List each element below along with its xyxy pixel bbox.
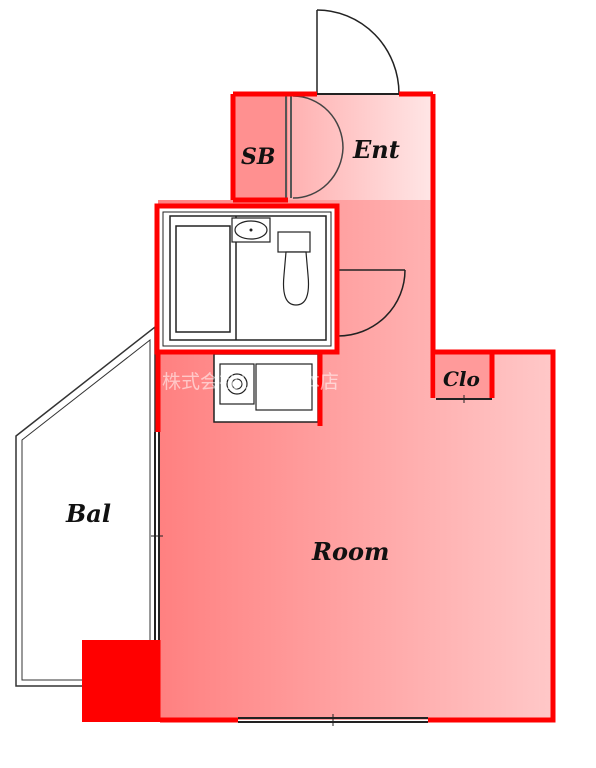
- entrance-door: [316, 9, 400, 95]
- label-ent: Ent: [352, 135, 400, 164]
- watermark: 株式会社リアル 本店: [162, 371, 339, 393]
- shoebox-doors: [285, 95, 344, 199]
- balcony-window: [151, 432, 163, 640]
- label-room: Room: [311, 537, 389, 566]
- bath-inner-wall: [162, 211, 332, 347]
- stove-icon: [226, 373, 248, 395]
- label-clo: Clo: [443, 367, 480, 391]
- label-sb: SB: [241, 144, 275, 170]
- bottom-window: [238, 714, 428, 726]
- kitchen-counter: [213, 353, 319, 423]
- label-bal: Bal: [65, 499, 111, 528]
- unit-bath: [158, 206, 336, 352]
- closet: [436, 354, 492, 403]
- bath-door: [337, 269, 406, 337]
- corner-pillar: [82, 640, 160, 722]
- entrance-area: [233, 94, 433, 200]
